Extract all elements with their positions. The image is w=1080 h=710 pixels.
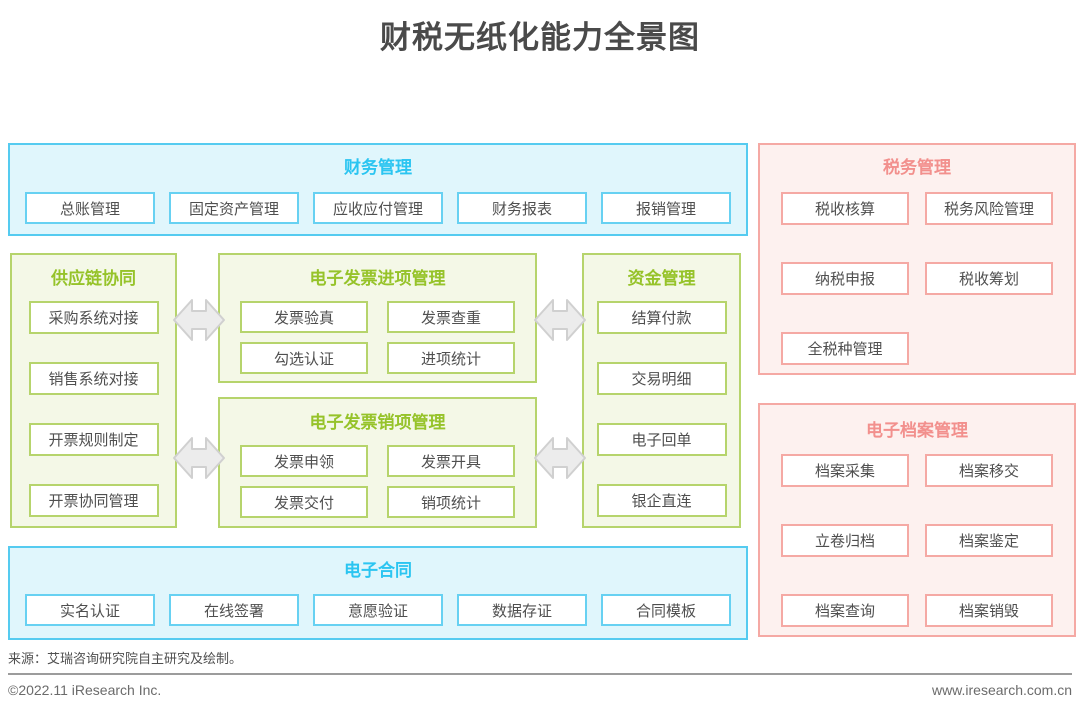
capability-box: 采购系统对接 [28, 301, 159, 334]
capability-box: 实名认证 [25, 594, 155, 626]
capability-box: 税务风险管理 [925, 192, 1053, 225]
capability-box: 发票验真 [240, 301, 368, 333]
capability-box: 销项统计 [387, 486, 515, 518]
double-arrow-icon [173, 299, 225, 341]
section-title: 电子发票进项管理 [309, 269, 446, 288]
capability-box: 发票开具 [387, 445, 515, 477]
capability-list: 总账管理固定资产管理应收应付管理财务报表报销管理 [10, 192, 746, 224]
section-funds-management: 资金管理 结算付款交易明细电子回单银企直连 [582, 253, 741, 528]
capability-box: 意愿验证 [313, 594, 443, 626]
capability-box: 进项统计 [387, 342, 515, 374]
section-title: 资金管理 [627, 269, 696, 288]
capability-box: 固定资产管理 [169, 192, 299, 224]
capability-list: 结算付款交易明细电子回单银企直连 [596, 301, 727, 517]
capability-box: 结算付款 [596, 301, 727, 334]
capability-box: 勾选认证 [240, 342, 368, 374]
capability-box: 档案销毁 [925, 594, 1053, 627]
capability-box: 档案移交 [925, 454, 1053, 487]
double-arrow-icon [534, 437, 586, 479]
capability-box: 开票规则制定 [28, 423, 159, 456]
capability-box: 立卷归档 [781, 524, 909, 557]
double-arrow-icon [534, 299, 586, 341]
capability-box: 发票申领 [240, 445, 368, 477]
capability-box: 在线签署 [169, 594, 299, 626]
capability-box: 交易明细 [596, 362, 727, 395]
page-title: 财税无纸化能力全景图 [380, 20, 700, 55]
capability-box: 税收核算 [781, 192, 909, 225]
footer-divider [8, 673, 1072, 675]
section-supply-chain: 供应链协同 采购系统对接销售系统对接开票规则制定开票协同管理 [10, 253, 177, 528]
capability-list: 实名认证在线签署意愿验证数据存证合同模板 [10, 594, 746, 626]
capability-box: 数据存证 [457, 594, 587, 626]
capability-box: 税收筹划 [925, 262, 1053, 295]
website-text: www.iresearch.com.cn [931, 682, 1072, 698]
capability-box: 电子回单 [596, 423, 727, 456]
capability-box: 报销管理 [601, 192, 731, 224]
section-e-contract: 电子合同 实名认证在线签署意愿验证数据存证合同模板 [8, 546, 748, 640]
capability-box: 发票查重 [387, 301, 515, 333]
capability-list: 发票验真发票查重勾选认证进项统计 [220, 301, 535, 374]
capability-list: 采购系统对接销售系统对接开票规则制定开票协同管理 [28, 301, 159, 517]
section-title: 电子合同 [344, 561, 412, 580]
capability-box: 发票交付 [240, 486, 368, 518]
section-e-archive-management: 电子档案管理 档案采集档案移交立卷归档档案鉴定档案查询档案销毁 [758, 403, 1076, 637]
capability-box: 财务报表 [457, 192, 587, 224]
capability-list: 税收核算税务风险管理纳税申报税收筹划全税种管理 [760, 192, 1074, 365]
section-title: 供应链协同 [51, 269, 136, 288]
capability-box: 档案查询 [781, 594, 909, 627]
capability-box: 银企直连 [596, 484, 727, 517]
section-invoice-output: 电子发票销项管理 发票申领发票开具发票交付销项统计 [218, 397, 537, 528]
source-note: 来源：艾瑞咨询研究院自主研究及绘制。 [8, 651, 243, 666]
capability-box: 档案鉴定 [925, 524, 1053, 557]
capability-box: 合同模板 [601, 594, 731, 626]
capability-box: 纳税申报 [781, 262, 909, 295]
capability-box: 总账管理 [25, 192, 155, 224]
copyright-text: ©2022.11 iResearch Inc. [8, 682, 162, 698]
section-invoice-input: 电子发票进项管理 发票验真发票查重勾选认证进项统计 [218, 253, 537, 383]
capability-list: 档案采集档案移交立卷归档档案鉴定档案查询档案销毁 [760, 454, 1074, 627]
double-arrow-icon [173, 437, 225, 479]
capability-box: 销售系统对接 [28, 362, 159, 395]
capability-box: 开票协同管理 [28, 484, 159, 517]
capability-box: 全税种管理 [781, 332, 909, 365]
section-title: 电子档案管理 [866, 421, 968, 440]
section-finance-management: 财务管理 总账管理固定资产管理应收应付管理财务报表报销管理 [8, 143, 748, 236]
section-tax-management: 税务管理 税收核算税务风险管理纳税申报税收筹划全税种管理 [758, 143, 1076, 375]
capability-box: 应收应付管理 [313, 192, 443, 224]
capability-list: 发票申领发票开具发票交付销项统计 [220, 445, 535, 518]
section-title: 税务管理 [883, 158, 951, 177]
section-title: 电子发票销项管理 [309, 413, 446, 432]
capability-box: 档案采集 [781, 454, 909, 487]
section-title: 财务管理 [344, 158, 412, 177]
